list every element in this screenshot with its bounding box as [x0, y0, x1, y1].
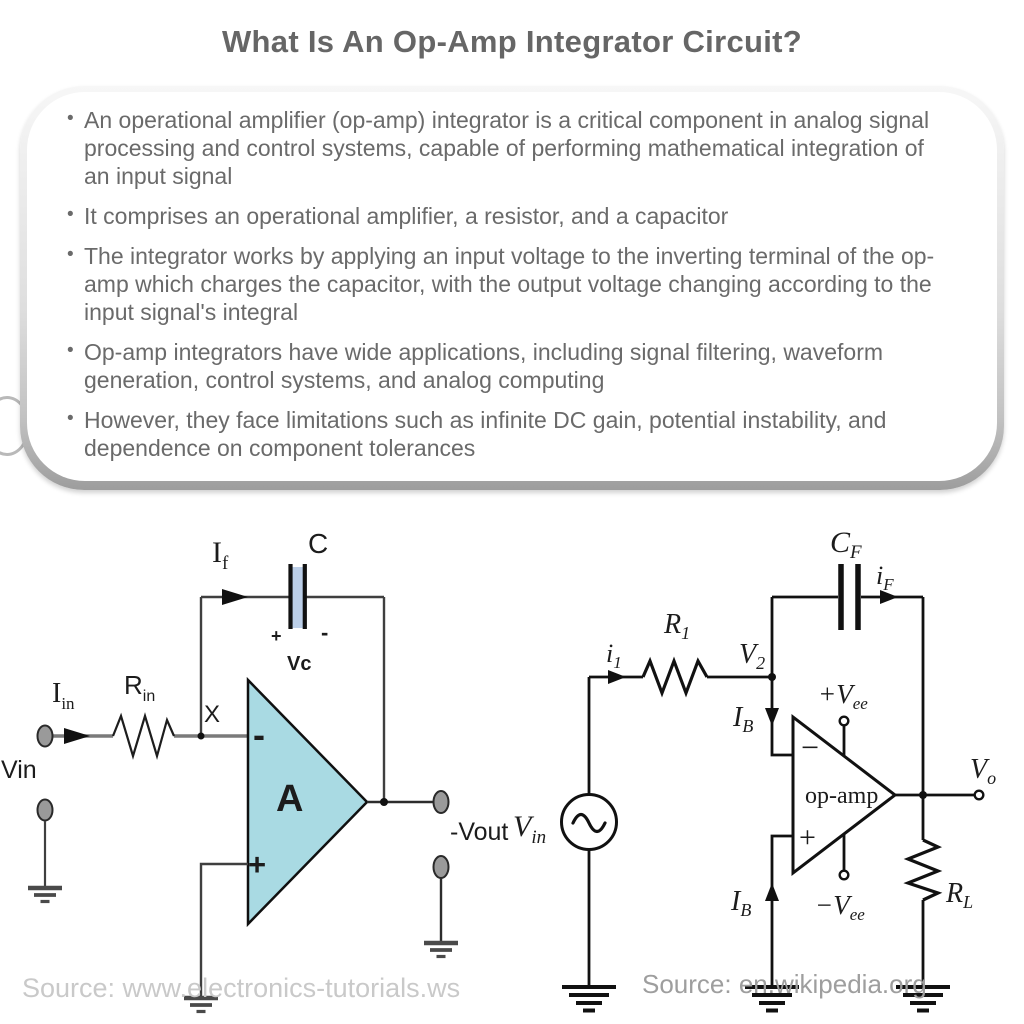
label-cf: CF — [830, 526, 862, 563]
label-if: iF — [876, 561, 894, 594]
output-node-dot — [919, 791, 927, 799]
label-gain-a: A — [276, 778, 303, 820]
label-vee-neg: −Vee — [815, 890, 865, 924]
ib-up-arrow — [765, 883, 779, 901]
input-current-arrow — [64, 728, 90, 744]
vee-pos-terminal — [838, 715, 850, 727]
label-ib-top: IB — [732, 702, 753, 736]
resistor-rin — [111, 712, 176, 760]
bullet-item: However, they face limitations such as i… — [67, 405, 941, 462]
label-rl: RL — [945, 878, 973, 912]
label-cap-plus: + — [271, 626, 282, 646]
resistor-r1 — [641, 656, 709, 698]
input-terminal — [36, 724, 54, 748]
ground-vout — [424, 940, 458, 959]
label-vc: Vc — [287, 653, 311, 675]
capacitor — [288, 564, 307, 629]
input-lower-terminal — [36, 798, 54, 822]
label-v2: V2 — [739, 639, 765, 673]
summary-panel: An operational amplifier (op-amp) integr… — [20, 86, 1004, 490]
label-r1: R1 — [663, 609, 690, 643]
label-i1: i1 — [606, 639, 622, 672]
label-noninverting-input: + — [248, 847, 266, 882]
label-if: If — [212, 536, 229, 574]
label-iin: Iin — [52, 678, 75, 713]
ac-source — [560, 793, 618, 851]
label-ib-bottom: IB — [730, 886, 751, 920]
source-credit-left: Source: www.electronics-tutorials.ws — [22, 973, 460, 1003]
bullet-item: It comprises an operational amplifier, a… — [67, 201, 941, 230]
label-vin: Vin — [513, 810, 546, 848]
label-cap-minus: - — [321, 620, 328, 645]
label-vo: Vo — [970, 754, 996, 788]
capacitor-cf — [838, 564, 861, 630]
node-x-dot — [197, 732, 205, 740]
output-node-dot — [380, 798, 388, 806]
source-credit-right: Source: en.wikipedia.org — [642, 969, 927, 999]
output-terminal — [432, 790, 450, 814]
sine-wave-icon — [571, 812, 607, 834]
label-vin: Vin — [1, 756, 37, 784]
label-rin: Rin — [124, 670, 155, 705]
output-wire — [367, 800, 443, 941]
wires — [587, 595, 975, 987]
vo-terminal — [973, 789, 985, 801]
noninverting-wire — [199, 862, 248, 996]
bullet-item: The integrator works by applying an inpu… — [67, 241, 941, 326]
label-c: C — [308, 528, 328, 559]
ground-vin — [28, 885, 62, 904]
if-arrow — [880, 590, 898, 604]
label-vee-pos: +Vee — [818, 679, 868, 713]
bullet-item: An operational amplifier (op-amp) integr… — [67, 105, 941, 190]
ground-noninverting — [745, 985, 799, 1013]
label-noninverting-input: + — [799, 821, 816, 854]
label-inverting-input: − — [801, 729, 819, 765]
label-vout: -Vout — [450, 818, 508, 846]
left-circuit-diagram: If C + - Vc Iin Rin X Vin - A + -Vout So… — [1, 528, 508, 1014]
ib-down-arrow — [765, 708, 779, 726]
summary-panel-inner: An operational amplifier (op-amp) integr… — [27, 92, 997, 481]
label-opamp: op-amp — [805, 783, 878, 809]
right-circuit-diagram: CF iF i1 R1 V2 IB +Vee − op-amp + −Vee I… — [513, 526, 996, 1013]
page-title: What Is An Op-Amp Integrator Circuit? — [222, 24, 802, 59]
output-lower-terminal — [432, 855, 450, 879]
opamp-triangle — [246, 676, 369, 928]
bullet-list: An operational amplifier (op-amp) integr… — [27, 92, 997, 462]
bullet-item: Op-amp integrators have wide application… — [67, 337, 941, 394]
opamp-triangle — [791, 713, 898, 877]
node-v2-dot — [768, 673, 776, 681]
label-x: X — [204, 701, 220, 728]
ground-noninverting — [184, 995, 218, 1014]
vee-neg-terminal — [838, 869, 850, 881]
ground-vin — [562, 985, 616, 1013]
i1-arrow — [608, 670, 626, 684]
resistor-rl — [903, 838, 943, 902]
ground-rl — [896, 985, 950, 1013]
label-inverting-input: - — [253, 714, 265, 755]
feedback-current-arrow — [222, 589, 248, 605]
